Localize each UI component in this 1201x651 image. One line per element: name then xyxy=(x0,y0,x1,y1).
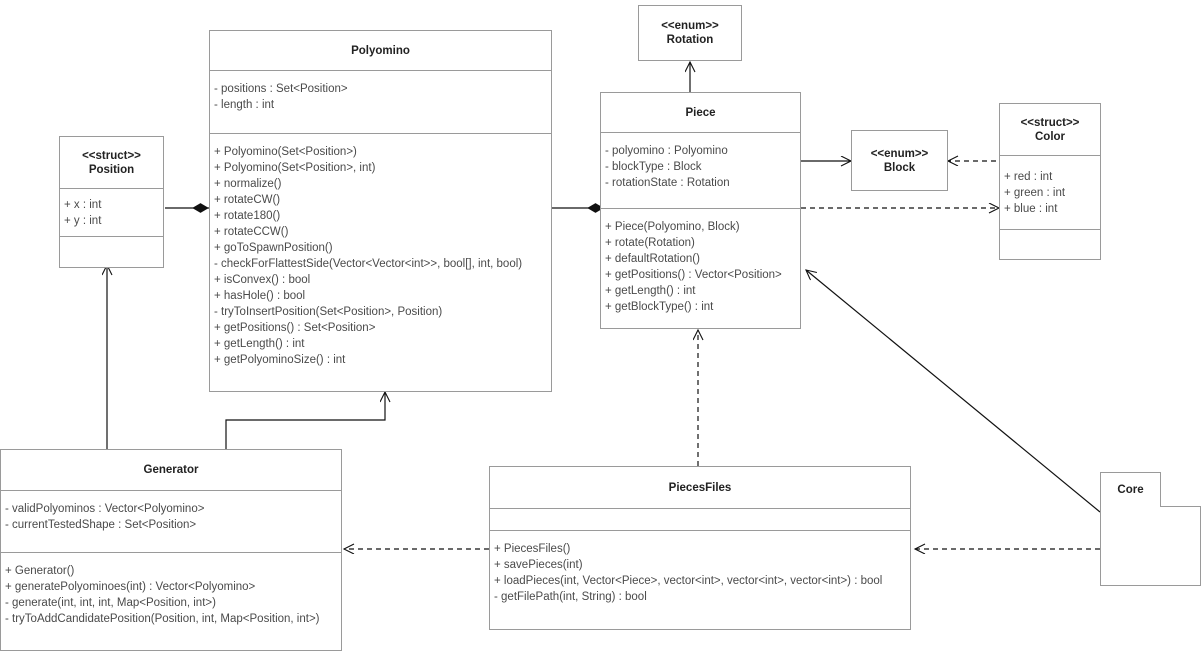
class-node-color[interactable]: <<struct>> Color + red : int + green : i… xyxy=(999,103,1101,260)
operation-row: + rotate(Rotation) xyxy=(605,237,695,249)
class-node-rotation[interactable]: <<enum>> Rotation xyxy=(638,5,742,61)
class-node-block[interactable]: <<enum>> Block xyxy=(851,130,948,191)
operations-compartment-piece: + Piece(Polyomino, Block) + rotate(Rotat… xyxy=(601,209,800,328)
operation-row: - tryToInsertPosition(Set<Position>, Pos… xyxy=(214,306,443,318)
edge-generator-to-polyomino-association xyxy=(225,392,385,449)
attribute-row: + blue : int xyxy=(1004,203,1058,215)
package-node-core-body[interactable] xyxy=(1100,506,1201,586)
attribute-row: - rotationState : Rotation xyxy=(605,177,730,189)
class-name-label: Rotation xyxy=(666,34,714,46)
class-node-piece[interactable]: Piece - polyomino : Polyomino - blockTyp… xyxy=(600,92,801,329)
attributes-compartment-polyomino: - positions : Set<Position> - length : i… xyxy=(210,71,551,134)
operation-row: - getFilePath(int, String) : bool xyxy=(494,591,647,603)
operation-row: + Generator() xyxy=(5,565,75,577)
operation-row: + getPositions() : Set<Position> xyxy=(214,322,376,334)
operation-row: - generate(int, int, int, Map<Position, … xyxy=(5,597,216,609)
operation-row: + rotateCW() xyxy=(214,194,281,206)
operations-compartment-color xyxy=(1000,230,1100,261)
operation-row: + getBlockType() : int xyxy=(605,301,714,313)
attribute-row: + y : int xyxy=(64,215,102,227)
stereotype-label: <<struct>> xyxy=(82,149,141,162)
stereotype-label: <<struct>> xyxy=(1020,116,1080,129)
package-node-core-tab[interactable]: Core xyxy=(1100,472,1161,507)
attribute-row: - validPolyominos : Vector<Polyomino> xyxy=(5,503,205,515)
class-name-label: Position xyxy=(88,163,135,176)
class-name-label: Piece xyxy=(685,106,716,119)
operation-row: + Polyomino(Set<Position>, int) xyxy=(214,162,376,174)
operation-row: + rotateCCW() xyxy=(214,226,289,238)
attribute-row: + x : int xyxy=(64,199,102,211)
operation-row: + savePieces(int) xyxy=(494,559,583,571)
class-name-label: Generator xyxy=(143,464,199,476)
attribute-row: - blockType : Block xyxy=(605,161,702,173)
operations-compartment-position xyxy=(60,237,163,267)
attributes-compartment-position: + x : int + y : int xyxy=(60,189,163,237)
attributes-compartment-piecesfiles xyxy=(490,509,910,531)
operation-row: + generatePolyominoes(int) : Vector<Poly… xyxy=(5,581,256,593)
stereotype-label: <<enum>> xyxy=(661,20,719,32)
operations-compartment-generator: + Generator() + generatePolyominoes(int)… xyxy=(1,553,341,651)
operation-row: + goToSpawnPosition() xyxy=(214,242,333,254)
class-name-label: Core xyxy=(1117,484,1144,496)
operation-row: + isConvex() : bool xyxy=(214,274,311,286)
class-name-label: PiecesFiles xyxy=(668,481,732,494)
node-title-piecesfiles: PiecesFiles xyxy=(490,467,910,509)
class-name-label: Block xyxy=(883,161,916,174)
class-node-position[interactable]: <<struct>> Position + x : int + y : int xyxy=(59,136,164,268)
operation-row: + rotate180() xyxy=(214,210,281,222)
stereotype-label: <<enum>> xyxy=(870,147,929,160)
attribute-row: - polyomino : Polyomino xyxy=(605,145,728,157)
operation-row: + PiecesFiles() xyxy=(494,543,571,555)
operations-compartment-polyomino: + Polyomino(Set<Position>) + Polyomino(S… xyxy=(210,134,551,391)
node-title-position: <<struct>> Position xyxy=(60,137,163,189)
class-node-piecesfiles[interactable]: PiecesFiles + PiecesFiles() + savePieces… xyxy=(489,466,911,630)
class-name-label: Polyomino xyxy=(351,44,410,57)
node-title-polyomino: Polyomino xyxy=(210,31,551,71)
node-title-rotation: <<enum>> Rotation xyxy=(639,6,741,60)
operation-row: + Polyomino(Set<Position>) xyxy=(214,146,357,158)
operation-row: + getLength() : int xyxy=(605,285,696,297)
operation-row: + normalize() xyxy=(214,178,282,190)
attribute-row: - currentTestedShape : Set<Position> xyxy=(5,519,197,531)
node-title-color: <<struct>> Color xyxy=(1000,104,1100,156)
node-title-block: <<enum>> Block xyxy=(852,131,947,190)
attributes-compartment-generator: - validPolyominos : Vector<Polyomino> - … xyxy=(1,491,341,553)
operation-row: + getPolyominoSize() : int xyxy=(214,354,346,366)
attribute-row: + red : int xyxy=(1004,171,1053,183)
operation-row: + Piece(Polyomino, Block) xyxy=(605,221,740,233)
node-title-generator: Generator xyxy=(1,450,341,491)
operation-row: + getPositions() : Vector<Position> xyxy=(605,269,782,281)
operation-row: + loadPieces(int, Vector<Piece>, vector<… xyxy=(494,575,883,587)
attribute-row: - length : int xyxy=(214,99,275,111)
operation-row: - checkForFlattestSide(Vector<Vector<int… xyxy=(214,258,523,270)
attributes-compartment-piece: - polyomino : Polyomino - blockType : Bl… xyxy=(601,133,800,209)
class-name-label: Color xyxy=(1034,130,1066,143)
attributes-compartment-color: + red : int + green : int + blue : int xyxy=(1000,156,1100,230)
operations-compartment-piecesfiles: + PiecesFiles() + savePieces(int) + load… xyxy=(490,531,910,629)
operation-row: - tryToAddCandidatePosition(Position, in… xyxy=(5,613,320,625)
node-title-piece: Piece xyxy=(601,93,800,133)
operation-row: + hasHole() : bool xyxy=(214,290,306,302)
attribute-row: + green : int xyxy=(1004,187,1066,199)
class-node-generator[interactable]: Generator - validPolyominos : Vector<Pol… xyxy=(0,449,342,651)
class-node-polyomino[interactable]: Polyomino - positions : Set<Position> - … xyxy=(209,30,552,392)
operation-row: + defaultRotation() xyxy=(605,253,700,265)
operation-row: + getLength() : int xyxy=(214,338,305,350)
attribute-row: - positions : Set<Position> xyxy=(214,83,348,95)
